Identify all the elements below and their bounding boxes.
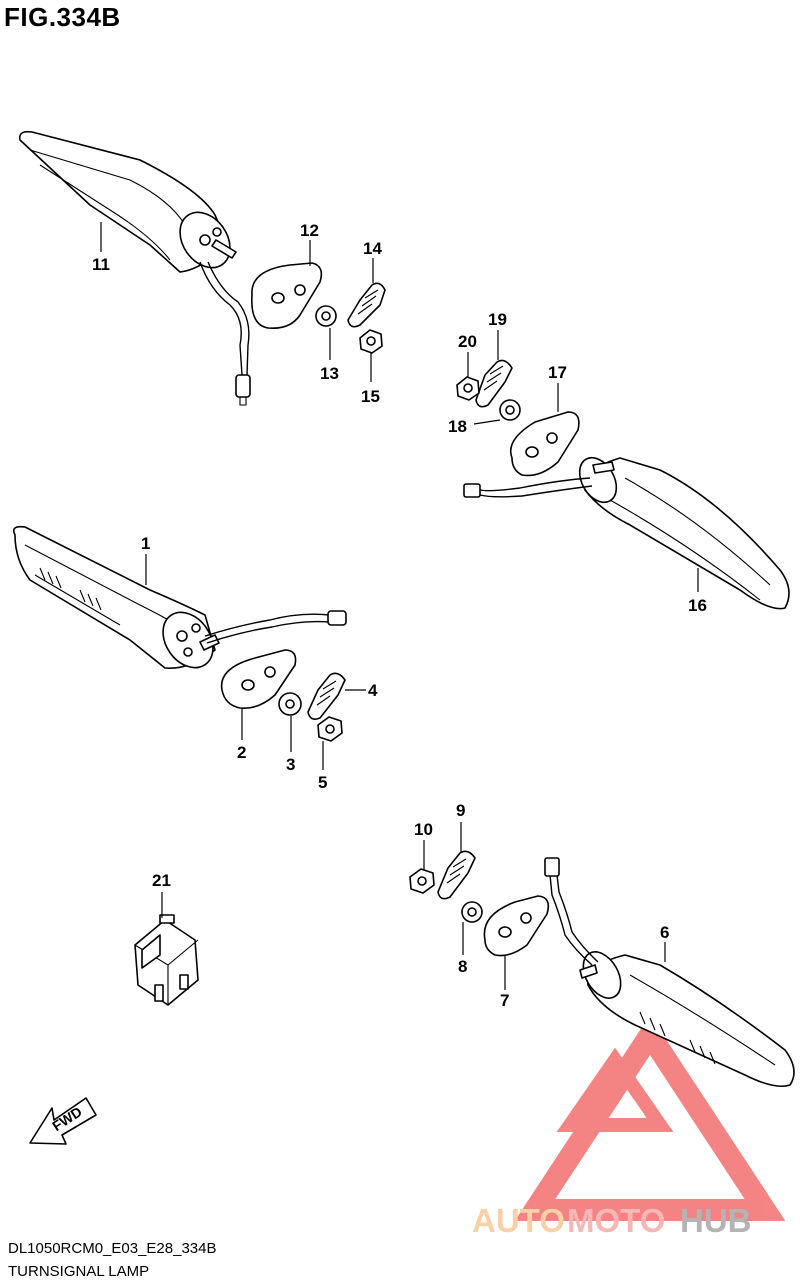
part-6-lamp [544, 857, 795, 1088]
callout-4: 4 [368, 681, 378, 700]
callout-17: 17 [548, 363, 567, 382]
part-13-washer [315, 305, 337, 327]
watermark-moto: MOTO [567, 1202, 665, 1239]
part-14-clip [347, 282, 386, 328]
part-16-lamp [463, 456, 790, 610]
watermark-logo: AUTO MOTO HUB [472, 1014, 786, 1239]
callout-8: 8 [458, 957, 467, 976]
callout-19: 19 [488, 310, 507, 329]
part-12-gasket [251, 262, 323, 330]
figure-title: FIG.334B [4, 2, 121, 32]
callouts: 11 12 14 13 15 19 20 17 18 16 1 2 3 4 5 … [92, 221, 707, 1010]
callout-1: 1 [141, 534, 150, 553]
callout-5: 5 [318, 773, 327, 792]
part-21-relay [134, 914, 199, 1006]
part-15-nut [359, 329, 383, 354]
callout-2: 2 [237, 743, 246, 762]
diagram-name: TURNSIGNAL LAMP [8, 1263, 150, 1280]
callout-9: 9 [456, 801, 465, 820]
callout-13: 13 [320, 364, 339, 383]
part-20-nut [456, 376, 480, 401]
callout-18: 18 [448, 417, 467, 436]
part-2-gasket [220, 649, 297, 710]
part-5-nut [317, 716, 343, 742]
part-4-clip [307, 672, 346, 720]
callout-15: 15 [361, 387, 380, 406]
part-3-washer [278, 692, 302, 716]
part-18-washer [499, 399, 521, 421]
part-1-lamp [12, 525, 347, 669]
callout-21: 21 [152, 871, 171, 890]
callout-12: 12 [300, 221, 319, 240]
part-19-clip [475, 359, 513, 408]
callout-20: 20 [458, 332, 477, 351]
callout-10: 10 [414, 820, 433, 839]
part-10-nut [409, 868, 435, 894]
leader-lines [100, 222, 699, 990]
watermark-auto: AUTO [472, 1202, 565, 1239]
part-8-washer [461, 901, 483, 923]
watermark-hub: HUB [680, 1202, 752, 1239]
diagram-code: DL1050RCM0_E03_E28_334B [8, 1240, 217, 1257]
callout-16: 16 [688, 596, 707, 615]
callout-3: 3 [286, 755, 295, 774]
callout-14: 14 [363, 239, 382, 258]
part-17-gasket [510, 411, 580, 477]
callout-11: 11 [92, 255, 110, 274]
fwd-arrow: FWD [29, 1097, 97, 1145]
part-9-clip [437, 850, 476, 900]
callout-7: 7 [500, 991, 509, 1010]
callout-6: 6 [660, 923, 669, 942]
part-7-gasket [483, 895, 550, 957]
part-11-lamp [18, 130, 251, 406]
